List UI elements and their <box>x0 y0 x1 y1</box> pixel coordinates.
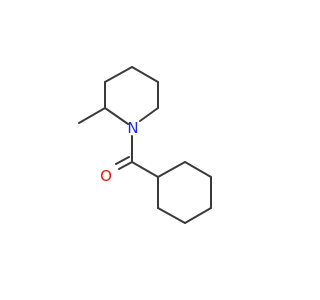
bond-cy4-cy5 <box>184 207 212 224</box>
bond-c4-c5 <box>131 66 159 83</box>
bond-carbonyl-o-2 <box>115 156 130 165</box>
bond-c2-methyl <box>78 107 106 124</box>
molecule-structure: N O <box>78 66 212 224</box>
bond-carbonyl-cyclohexyl <box>131 161 159 178</box>
bond-cy1-cy2 <box>157 161 186 178</box>
oxygen-atom-label: O <box>100 167 112 185</box>
bond-n-c2 <box>104 107 129 125</box>
bond-carbonyl-o-1 <box>118 161 133 170</box>
bond-cy2-cy3 <box>184 161 212 178</box>
bond-cy5-cy6 <box>157 207 186 224</box>
bond-c6-n <box>139 107 159 122</box>
bond-c3-c4 <box>104 66 133 83</box>
nitrogen-atom-label: N <box>127 119 138 137</box>
